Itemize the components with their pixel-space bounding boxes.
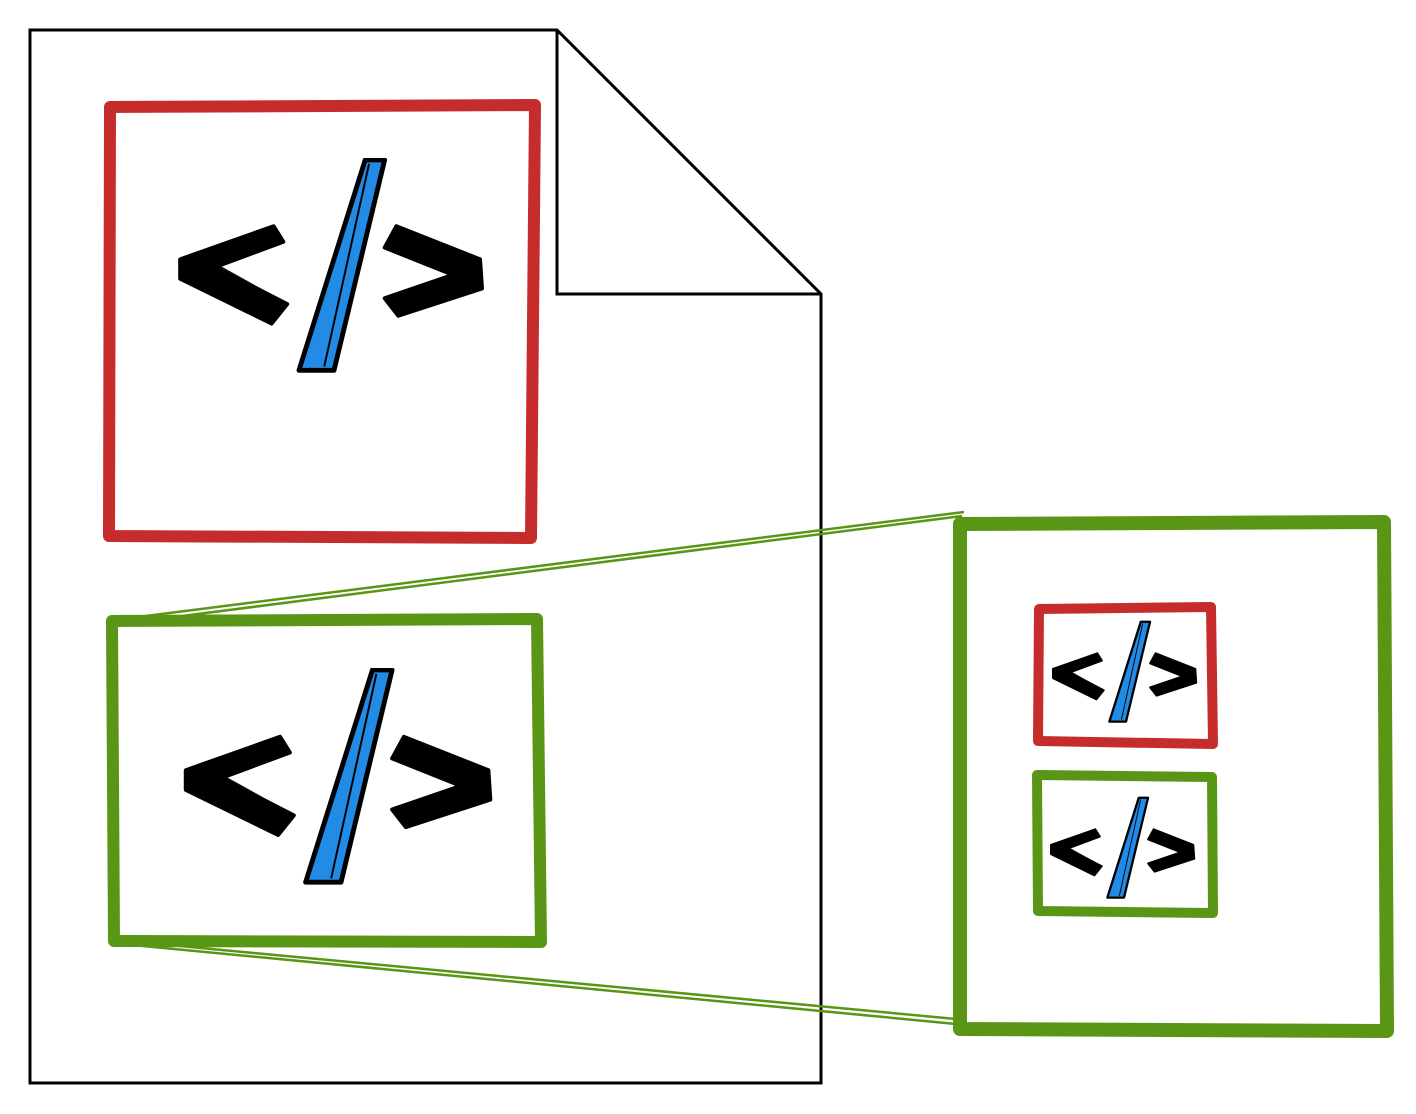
- nested-green-frame: [1032, 770, 1218, 918]
- document-dog-ear-icon: [28, 28, 823, 1085]
- code-brackets-icon: [1050, 796, 1196, 899]
- inner-frame-green: [106, 613, 547, 948]
- code-brackets-icon: [180, 160, 482, 370]
- outer-frame-red: [103, 99, 541, 544]
- zoomed-frame-green: [953, 515, 1394, 1038]
- nested-red-frame: [1033, 602, 1218, 749]
- code-brackets-icon: [1052, 620, 1198, 723]
- zoom-connector-lines: [113, 510, 965, 1026]
- code-brackets-icon: [186, 670, 491, 882]
